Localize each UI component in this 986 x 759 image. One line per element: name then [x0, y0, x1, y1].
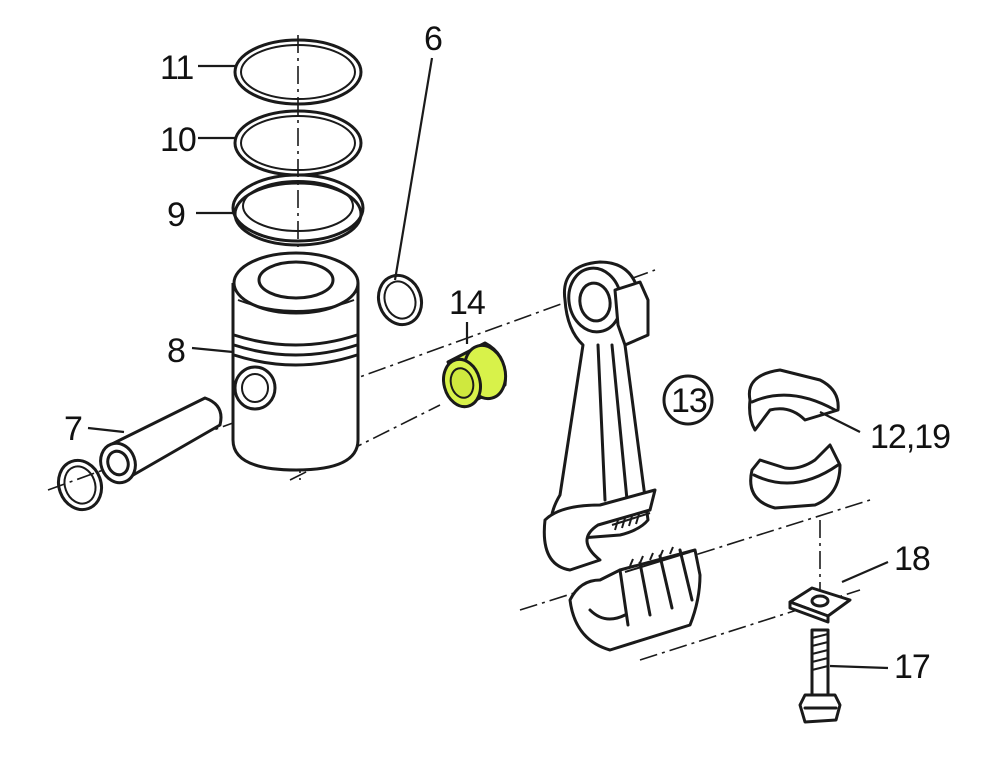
label-12-19: 12,19: [870, 418, 950, 456]
label-6: 6: [424, 20, 442, 58]
piston-pin: [99, 396, 223, 485]
label-11: 11: [160, 49, 193, 87]
piston-ring-11: [233, 38, 363, 106]
piston-ring-9: [231, 173, 365, 247]
washer-18: [788, 586, 852, 624]
connecting-rod-cap: [568, 546, 702, 652]
bushing-14: [442, 341, 508, 409]
bearing-shell-lower: [749, 443, 842, 510]
assembly-circle: [662, 374, 714, 426]
piston: [231, 251, 360, 472]
label-9: 9: [167, 196, 185, 234]
leader-lines: [87, 57, 889, 670]
circlip-left: [56, 458, 104, 512]
label-7: 7: [64, 410, 82, 448]
connecting-rod: [542, 260, 657, 572]
label-18: 18: [894, 540, 930, 578]
bearing-shell-upper: [747, 368, 840, 432]
label-13: 13: [671, 382, 707, 420]
label-8: 8: [167, 332, 185, 370]
circlip-6: [376, 273, 424, 327]
label-17: 17: [894, 648, 930, 686]
bolt-17: [798, 628, 842, 724]
label-14: 14: [449, 284, 485, 322]
label-10: 10: [160, 121, 196, 159]
